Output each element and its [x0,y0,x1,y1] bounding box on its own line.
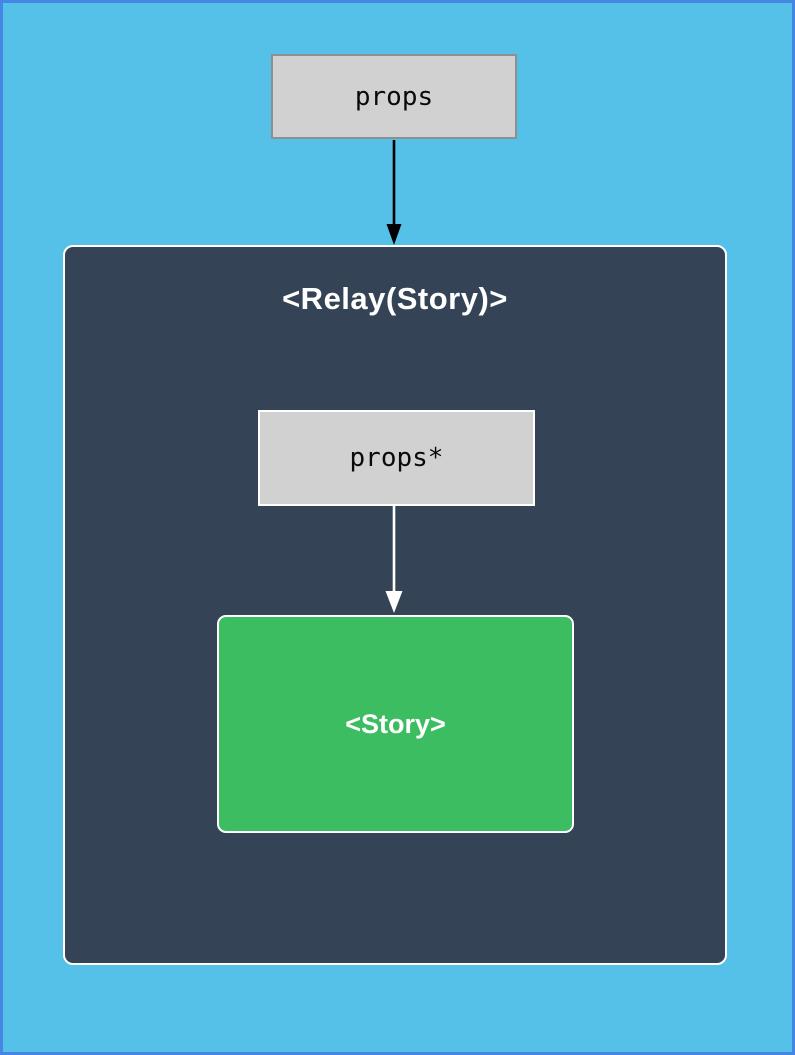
relay-story-title: <Relay(Story)> [282,281,508,316]
props-to-relay-arrow [386,140,402,245]
props-star-node: props* [258,410,535,506]
props-node-label: props [354,81,434,112]
story-node-label: <Story> [345,708,446,739]
props-star-node-label: props* [349,443,444,473]
story-node: <Story> [217,615,574,833]
props-node: props [271,54,517,139]
relay-story-container: <Relay(Story)> props* <Story> [63,245,727,965]
